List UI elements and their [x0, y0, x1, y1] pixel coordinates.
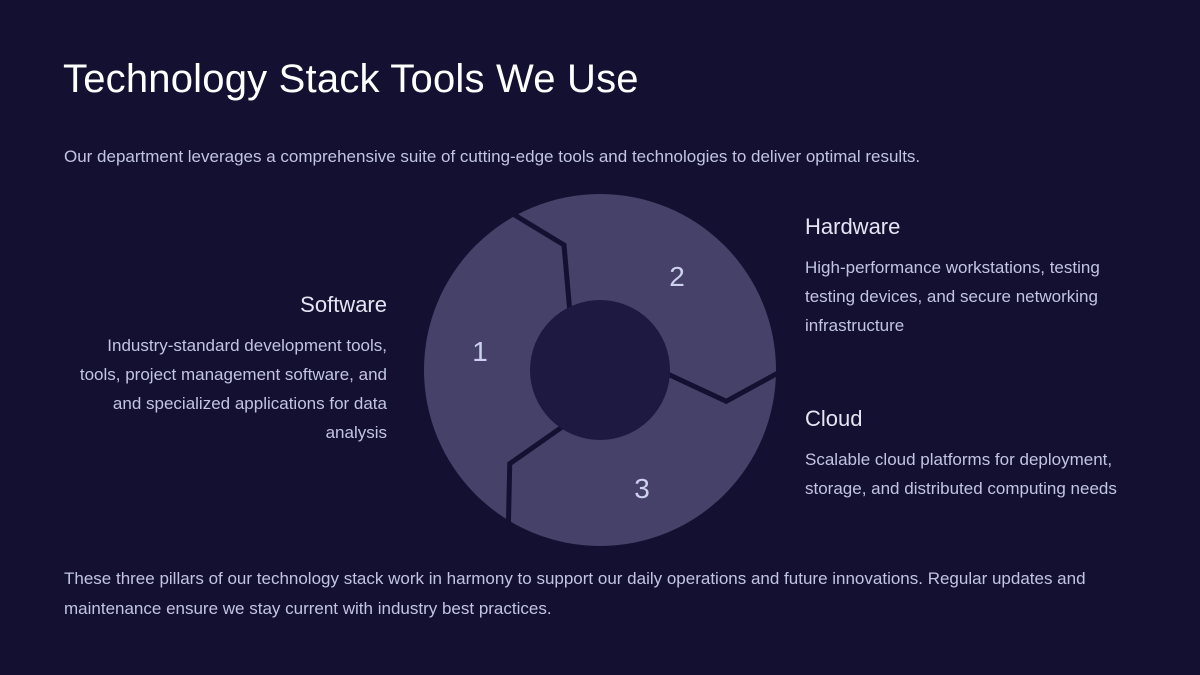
segment-separator-top [506, 208, 574, 326]
step-description-hardware: High-performance workstations, testing t… [805, 258, 1100, 335]
step-description-cloud: Scalable cloud platforms for deployment,… [805, 450, 1117, 498]
segment-separator-right [652, 365, 780, 405]
slide-subtitle: Our department leverages a comprehensive… [64, 147, 921, 166]
step-block-software: Software Industry-standard development t… [75, 288, 387, 447]
step-title-cloud: Cloud [805, 406, 863, 431]
segment-separator-bottom-left [505, 415, 577, 530]
segment-number-2: 2 [669, 261, 685, 292]
slide-footer: These three pillars of our technology st… [64, 569, 1086, 618]
donut-hole [530, 300, 670, 440]
step-title-software: Software [300, 292, 387, 317]
step-block-cloud: Cloud Scalable cloud platforms for deplo… [805, 402, 1117, 503]
segment-number-1: 1 [472, 336, 488, 367]
step-title-hardware: Hardware [805, 214, 901, 239]
step-block-hardware: Hardware High-performance workstations, … [805, 210, 1105, 340]
step-description-software: Industry-standard development tools, too… [79, 336, 387, 442]
cycle-diagram [424, 194, 780, 546]
slide-title: Technology Stack Tools We Use [63, 57, 639, 101]
segment-number-3: 3 [634, 473, 650, 504]
